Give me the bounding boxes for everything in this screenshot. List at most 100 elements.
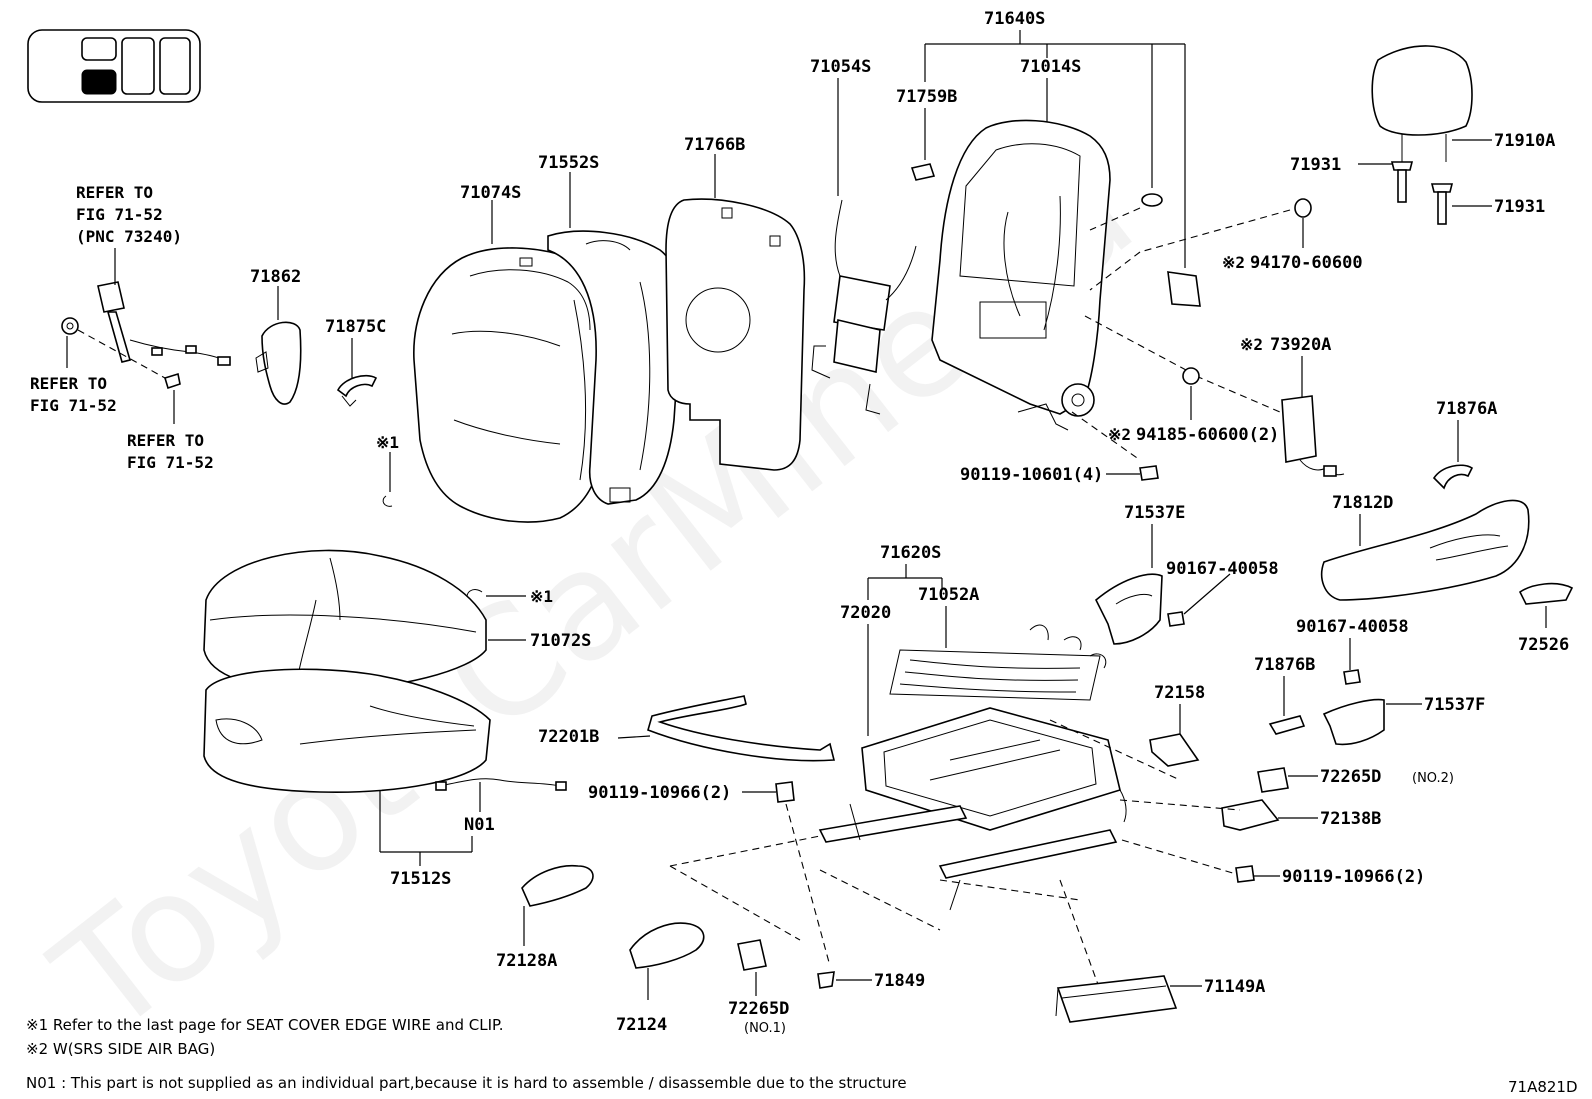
headrest-guide-b-drawing <box>1430 183 1454 225</box>
plug-71849-drawing <box>817 971 835 989</box>
label-71512S: 71512S <box>390 869 451 889</box>
label-71812D: 71812D <box>1332 493 1393 513</box>
label-71931-b: 71931 <box>1494 197 1545 217</box>
label-90167-40058-a: 90167-40058 <box>1166 559 1279 579</box>
seat-belt-buckle-drawing <box>61 281 231 390</box>
label-72265D-no2-note: (NO.2) <box>1412 771 1454 786</box>
bolt-90119-10601-drawing <box>1139 465 1159 481</box>
cover-71537F-drawing <box>1322 698 1385 746</box>
label-90119-10966-a: 90119-10966(2) <box>588 783 731 803</box>
label-71875C: 71875C <box>325 317 386 337</box>
label-71552S: 71552S <box>538 153 599 173</box>
bolt-90119-10966-a-drawing <box>775 781 795 803</box>
seatback-frame-drawing <box>931 119 1111 431</box>
footnote-1: ※1 Refer to the last page for SEAT COVER… <box>26 1016 503 1034</box>
seatback-board-71766B-drawing <box>665 198 806 471</box>
label-71766B: 71766B <box>684 135 745 155</box>
wire-N01-drawing <box>439 778 561 787</box>
cover-72128A-drawing <box>521 864 594 907</box>
seatback-cover-71074S-drawing <box>413 247 611 523</box>
refer-label-1b: FIG 71-52 <box>76 205 163 224</box>
side-airbag-drawing <box>1281 395 1345 477</box>
label-71054S: 71054S <box>810 57 871 77</box>
part-72138B-drawing <box>1221 799 1280 831</box>
label-90119-10966-b: 90119-10966(2) <box>1282 867 1425 887</box>
headrest-guide-a-drawing <box>1390 161 1414 203</box>
buckle-dash <box>77 329 166 379</box>
part-72158-drawing <box>1149 733 1200 767</box>
label-72128A: 72128A <box>496 951 557 971</box>
label-71910A: 71910A <box>1494 131 1555 151</box>
lumbar-support-drawing <box>811 199 917 415</box>
label-72265D-no1-note: (NO.1) <box>744 1021 786 1036</box>
refer-label-1c: (PNC 73240) <box>76 227 182 246</box>
cover-72124-drawing <box>629 922 705 969</box>
label-71876B: 71876B <box>1254 655 1315 675</box>
label-71074S: 71074S <box>460 183 521 203</box>
label-71537F: 71537F <box>1424 695 1485 715</box>
refer-label-3b: FIG 71-52 <box>127 453 214 472</box>
label-90119-10601: 90119-10601(4) <box>960 465 1103 485</box>
nut-94185-drawing <box>1182 367 1200 385</box>
screw-90167-a-drawing <box>1167 611 1185 627</box>
label-71931-a: 71931 <box>1290 155 1341 175</box>
part-71876B-drawing <box>1268 715 1306 735</box>
label-94170-60600: 94170-60600 <box>1250 253 1363 273</box>
label-73920A: 73920A <box>1270 335 1331 355</box>
nut-94170-drawing <box>1294 198 1312 218</box>
bolt-90119-10966-b-drawing <box>1235 865 1255 883</box>
label-72158: 72158 <box>1154 683 1205 703</box>
part-72526-drawing <box>1518 582 1574 605</box>
grommet-drawing <box>1141 193 1163 207</box>
part-71875C-drawing <box>336 374 378 398</box>
label-71052A: 71052A <box>918 585 979 605</box>
clip-72265D-no2-drawing <box>1257 767 1289 793</box>
refer-label-2a: REFER TO <box>30 374 107 393</box>
label-71876A: 71876A <box>1436 399 1497 419</box>
label-71072S: 71072S <box>530 631 591 651</box>
label-90167-40058-b: 90167-40058 <box>1296 617 1409 637</box>
part-71862-drawing <box>261 321 302 405</box>
label-72020: 72020 <box>840 603 891 623</box>
label-71849: 71849 <box>874 971 925 991</box>
label-94185-60600: 94185-60600(2) <box>1136 425 1279 445</box>
part-71876A-drawing <box>1432 464 1474 490</box>
figure-id: 71A821D <box>1508 1078 1578 1096</box>
seat-position-icon <box>27 29 201 103</box>
star1-mark-b: ※1 <box>530 587 553 606</box>
cover-71149A-drawing <box>1055 975 1178 1023</box>
wire-72201B-drawing <box>647 695 836 762</box>
label-N01: N01 <box>464 815 495 835</box>
refer-label-2b: FIG 71-52 <box>30 396 117 415</box>
star1-mark-a: ※1 <box>376 433 399 452</box>
label-71640S: 71640S <box>984 9 1045 29</box>
spring-mat-drawing <box>889 624 1107 701</box>
label-72526: 72526 <box>1518 635 1569 655</box>
label-71149A: 71149A <box>1204 977 1265 997</box>
screw-90167-b-drawing <box>1343 669 1361 685</box>
footnote-2: ※2 W(SRS SIDE AIR BAG) <box>26 1040 215 1058</box>
cover-71537E-drawing <box>1095 573 1163 645</box>
side-shield-drawing <box>1320 499 1530 601</box>
star2-mark-a: ※2 <box>1222 253 1245 272</box>
connector-drawing <box>1167 271 1201 307</box>
label-72138B: 72138B <box>1320 809 1381 829</box>
label-71537E: 71537E <box>1124 503 1185 523</box>
refer-label-3a: REFER TO <box>127 431 204 450</box>
refer-label-1a: REFER TO <box>76 183 153 202</box>
clip-72265D-no1-drawing <box>737 939 767 971</box>
headrest-drawing <box>1371 45 1473 162</box>
footnote-3: N01 : This part is not supplied as an in… <box>26 1074 907 1092</box>
label-71759B: 71759B <box>896 87 957 107</box>
label-72265D-no2: 72265D <box>1320 767 1381 787</box>
seat-cushion-frame-drawing <box>818 707 1127 911</box>
star2-mark-b: ※2 <box>1240 335 1263 354</box>
label-71014S: 71014S <box>1020 57 1081 77</box>
label-72201B: 72201B <box>538 727 599 747</box>
clip-71759B-drawing <box>910 163 936 181</box>
cushion-cover-71072S-drawing <box>203 549 487 691</box>
label-71620S: 71620S <box>880 543 941 563</box>
label-71862: 71862 <box>250 267 301 287</box>
cushion-pad-71512S-drawing <box>203 668 491 793</box>
